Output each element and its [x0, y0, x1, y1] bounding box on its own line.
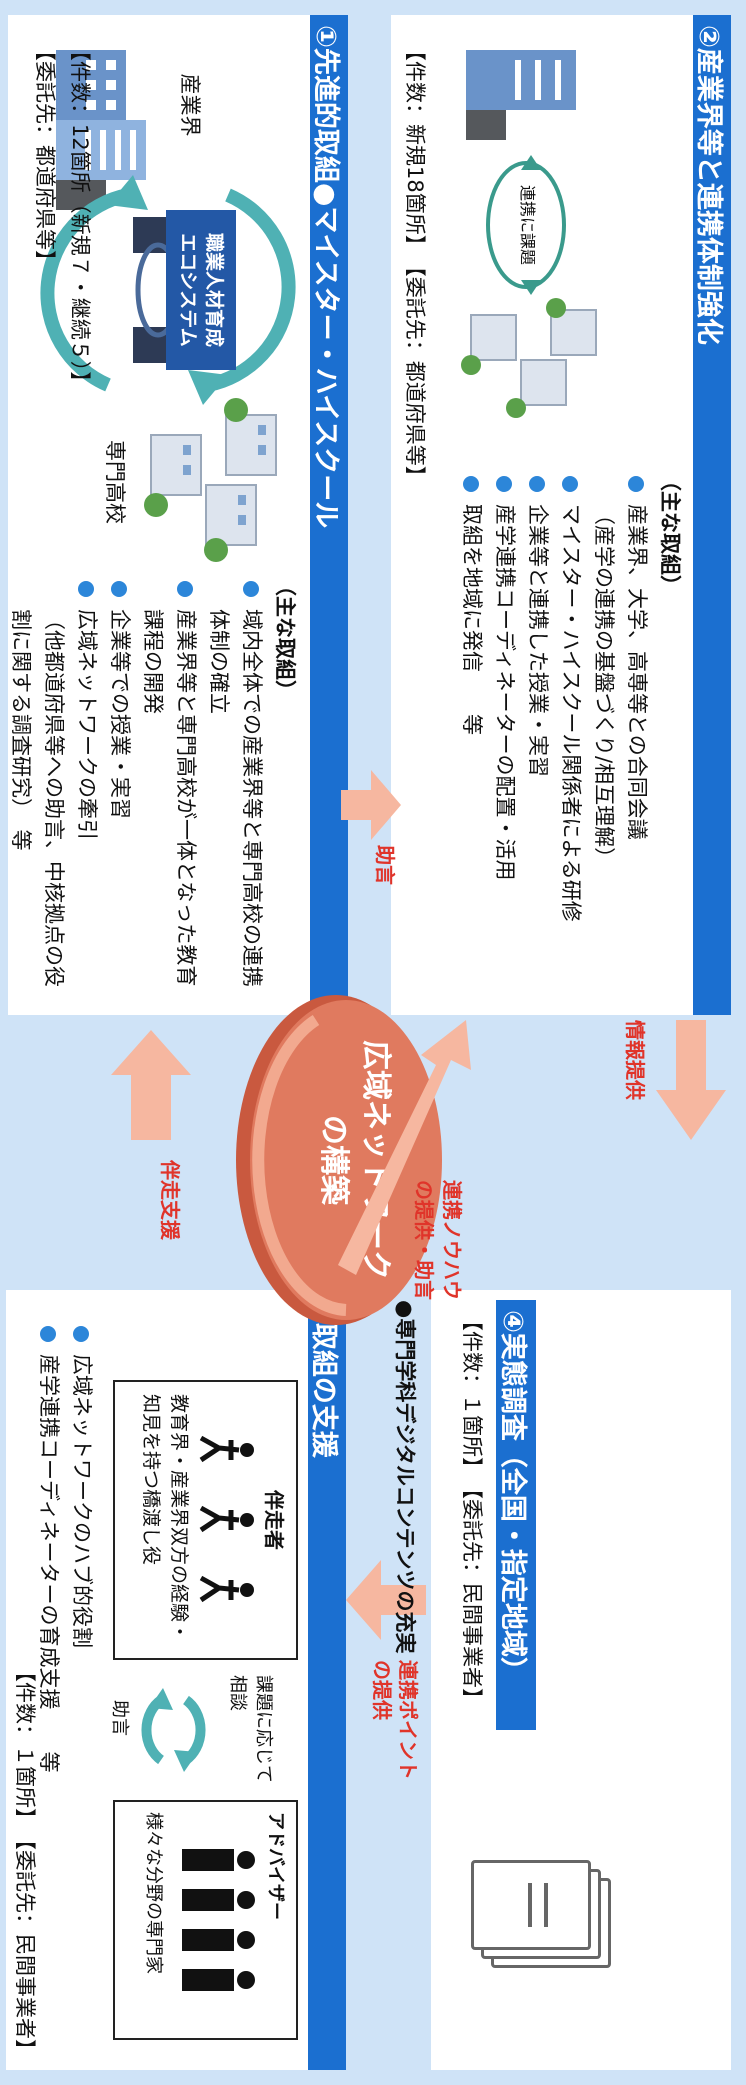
list-item: 企業等と連携した授業・実習 [521, 470, 554, 1010]
issue-label: 連携に課題 [518, 184, 537, 265]
advice-label: 助言 [109, 1700, 130, 1736]
section1-count: 【件数：12箇所（新規７・継続５）】 [68, 40, 92, 393]
advisor-title: アドバイザー [265, 1812, 286, 1920]
bullet-dot-icon [463, 476, 479, 492]
list-item-note: （他都道府県等への助言、中核拠点の役割に関する調査研究） 等 [9, 609, 66, 987]
advice-arrow-label: 助言 [373, 845, 397, 885]
section1-heading: ①先進的取組●マイスター・ハイスクール [310, 15, 348, 1015]
list-item: 広域ネットワークの牽引 [70, 575, 103, 1005]
section1-main-title: （主な取組） [273, 575, 297, 701]
section2-heading: ②産業界等と連携体制強化 [693, 15, 731, 1015]
bottom-note: ●専門学科デジタルコンテンツの充実 [393, 1300, 417, 1654]
list-item-note: （産学の連携の基盤づくり/相互理解） [592, 504, 616, 869]
info-arrow-icon [656, 1020, 726, 1140]
section4-heading: ④実態調査（全国・指定地域） [496, 1300, 536, 1730]
companion-title: 伴走者 [262, 1490, 286, 1550]
list-item: 産学連携コーディネーターの配置・活用 [488, 470, 521, 1010]
bullet-dot-icon [529, 476, 545, 492]
section2-footer: 【件数：新規18箇所】 【委託先：都道府県等】 [403, 40, 427, 487]
school-label: 専門高校 [103, 440, 127, 524]
advice-arrow-icon [341, 770, 401, 840]
bullet-dot-icon [496, 476, 512, 492]
list-item: 産業界、大学、高専等との合同会議 [620, 470, 653, 1010]
documents-icon [461, 1860, 611, 1980]
list-item: 広域ネットワークのハブ的役割 [65, 1320, 98, 2040]
bullet-dot-icon [177, 581, 193, 597]
bullet-dot-icon [628, 476, 644, 492]
ecosystem-label: 職業人材育成 エコシステム [166, 210, 236, 370]
points-arrow-icon [346, 1560, 426, 1640]
network-ellipse-icon [236, 995, 442, 1325]
walking-people-icon [199, 1435, 254, 1603]
section3-footer: 【件数：１箇所】 【委託先：民間事業者】 [13, 1661, 37, 2060]
industry-label: 産業界 [178, 73, 202, 137]
list-item: 取組を地域に発信 等 [455, 470, 488, 1010]
companion-support-arrow-icon [111, 1030, 191, 1140]
section1-main-list: （主な取組） 域内全体での産業界等と専門高校の連携体制の確立 産業界等と専門高校… [4, 575, 301, 1005]
consult-label: 課題に応じて相談 [227, 1675, 274, 1783]
section3-list: 広域ネットワークのハブ的役割 産学連携コーディネーターの育成支援 等 [32, 1320, 98, 2040]
school-buildings-icon [144, 398, 277, 562]
advisor-desc: 様々な分野の専門家 [143, 1812, 164, 1974]
list-item: マイスター・ハイスクール関係者による研修 [554, 470, 587, 1010]
info-arrow-label: 情報提供 [623, 1020, 647, 1100]
section4-footer: 【件数：１箇所】 【委託先：民間事業者】 [460, 1310, 484, 1709]
issue-buildings-icon [461, 50, 597, 418]
list-item: 企業等での授業・実習 [103, 575, 136, 1005]
companion-desc: 教育界・産業界双方の経験・知見を持つ橋渡し役 [140, 1394, 190, 1642]
section2-main-title: （主な取組） [658, 470, 682, 596]
section1-client: 【委託先：都道府県等】 [33, 40, 57, 271]
cycle-arrows-icon [141, 1688, 206, 1772]
bullet-dot-icon [111, 581, 127, 597]
knowhow-arrow-icon [338, 1020, 471, 1275]
companion-support-label: 伴走支援 [158, 1160, 182, 1240]
bullet-dot-icon [562, 476, 578, 492]
bullet-dot-icon [40, 1326, 56, 1342]
list-item: 域内全体での産業界等と専門高校の連携体制の確立 [202, 575, 268, 1005]
bullet-dot-icon [78, 581, 94, 597]
companion-box: 伴走者 教育界・産業界双方の経験・知見を持つ橋渡し役 [113, 1380, 298, 1660]
list-item: 産業界等と専門高校が一体となった教育課程の開発 [136, 575, 202, 1005]
advisor-box: アドバイザー 様々な分野の専門家 [113, 1800, 298, 2040]
experts-group-icon [182, 1849, 255, 1991]
bullet-dot-icon [73, 1326, 89, 1342]
section2-main-list: （主な取組） 産業界、大学、高専等との合同会議 （産学の連携の基盤づくり/相互理… [455, 470, 686, 1010]
section3-heading: ③取組の支援 [308, 1290, 346, 2070]
bullet-dot-icon [243, 581, 259, 597]
